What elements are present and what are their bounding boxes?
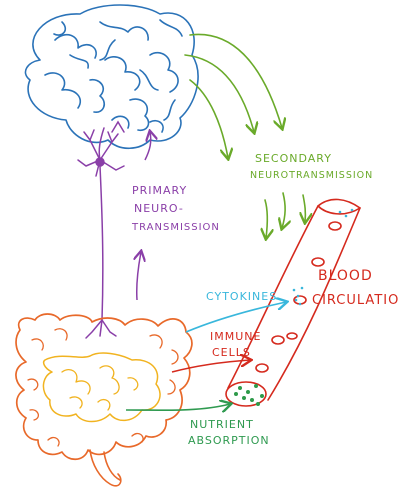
cytokines-label: CYTOKINES (206, 290, 277, 303)
cytokine-dots (292, 208, 354, 306)
secondary-label-line1: SECONDARY (255, 152, 332, 165)
secondary-label-line2: NEUROTRANSMISSION (250, 170, 373, 181)
immune-label: IMMUNE CELLS (210, 330, 261, 359)
blood-label-line2: CIRCULATION (312, 293, 400, 308)
cell-dots (234, 384, 264, 406)
intestine-icon (15, 313, 193, 487)
secondary-arrows (184, 33, 305, 238)
secondary-label: SECONDARY NEUROTRANSMISSION (250, 152, 373, 181)
brain-icon (24, 4, 199, 150)
nutrient-label-line1: NUTRIENT (190, 418, 254, 431)
nutrient-arrow (125, 404, 230, 410)
immune-label-line2: CELLS (212, 346, 251, 359)
blood-vessel-icon (225, 198, 361, 407)
primary-label-line3: TRANSMISSION (131, 222, 220, 233)
primary-arrow-neuron (144, 132, 151, 161)
nutrient-label: NUTRIENT ABSORPTION (188, 418, 270, 447)
blood-label: BLOOD CIRCULATION (312, 268, 400, 308)
immune-label-line1: IMMUNE (210, 330, 261, 343)
blood-label-line1: BLOOD (318, 268, 373, 284)
cytokines-arrow (185, 302, 286, 333)
primary-arrow (137, 252, 141, 301)
primary-label: PRIMARY NEURO- TRANSMISSION (131, 184, 220, 233)
nutrient-label-line2: ABSORPTION (188, 434, 270, 447)
immune-cells-arrow (171, 360, 250, 373)
primary-label-line1: PRIMARY (132, 184, 187, 197)
primary-label-line2: NEURO- (134, 202, 184, 215)
neuron-icon (77, 120, 125, 339)
